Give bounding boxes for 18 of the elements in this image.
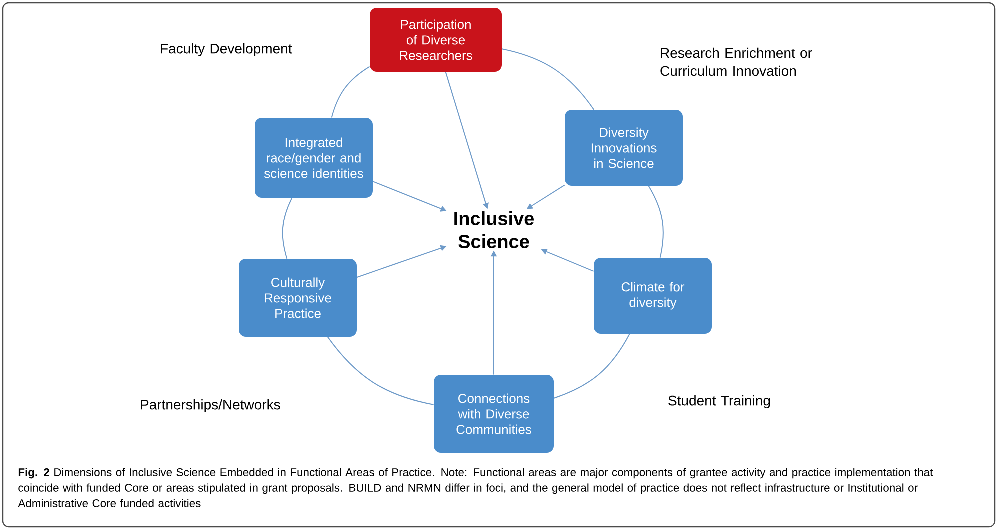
connector-arc	[502, 48, 595, 110]
area-label: Partnerships/Networks	[141, 399, 280, 413]
process-box: Connections with Diverse Communities	[434, 375, 554, 453]
process-box: Culturally Responsive Practice	[239, 259, 357, 337]
connector-arc	[648, 186, 664, 258]
connector-arc	[282, 198, 293, 260]
connector-arc	[554, 334, 630, 399]
process-box: Diversity Innovations in Science	[565, 110, 683, 186]
process-box: Participation of Diverse Researchers	[370, 8, 502, 72]
area-label: Faculty Development	[161, 43, 292, 57]
connector-arc	[331, 66, 370, 118]
process-box: Climate for diversity	[594, 258, 712, 334]
caption: Fig. 2 Dimensions of Inclusive Science Embedded in Functional Areas of Practice. Note: Functional areas are major components of grantee activity and practice implementation that coincide with funded Core or areas stipulated in grant proposals. BUILD and NRMN differ in foci, and the general model of practice does not reflect infrastructure or Institutional or Administrative Core funded activities	[18, 468, 934, 508]
process-box: Integrated race/gender and science identities	[255, 118, 373, 198]
connector-arc	[327, 336, 434, 406]
center-label: Inclusive Science	[454, 212, 534, 248]
area-label: Student Training	[668, 395, 770, 409]
area-label: Research Enrichment or Curriculum Innovation	[660, 48, 812, 76]
